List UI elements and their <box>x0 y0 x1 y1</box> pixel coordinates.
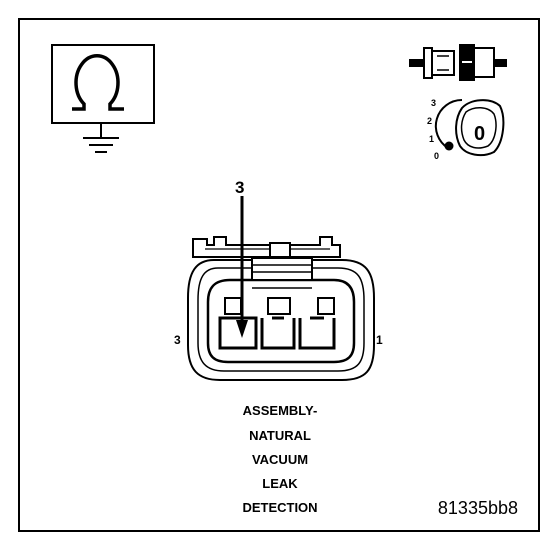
connector-face <box>187 236 375 381</box>
caption: ASSEMBLY- NATURAL VACUUM LEAK DETECTION <box>242 403 317 515</box>
key-position-0: 0 <box>434 151 439 161</box>
side-label-left: 3 <box>174 333 181 347</box>
key-position-2: 2 <box>427 116 432 126</box>
key-position-3: 3 <box>431 98 436 108</box>
ohmmeter-ground-icon <box>51 44 155 153</box>
caption-line-2: NATURAL <box>249 428 311 443</box>
side-label-right: 1 <box>376 333 383 347</box>
connector-halves-icon <box>409 44 507 81</box>
key-readout: 0 <box>474 123 485 145</box>
ignition-key-icon: 3 2 1 0 0 <box>427 98 505 161</box>
diagram-frame <box>18 18 540 532</box>
figure-id: 81335bb8 <box>438 498 518 518</box>
caption-line-4: LEAK <box>262 476 298 491</box>
pin-callout-label: 3 <box>235 178 244 197</box>
caption-line-3: VACUUM <box>252 452 308 467</box>
caption-line-5: DETECTION <box>242 500 317 515</box>
key-position-1: 1 <box>429 134 434 144</box>
caption-line-1: ASSEMBLY- <box>243 403 318 418</box>
